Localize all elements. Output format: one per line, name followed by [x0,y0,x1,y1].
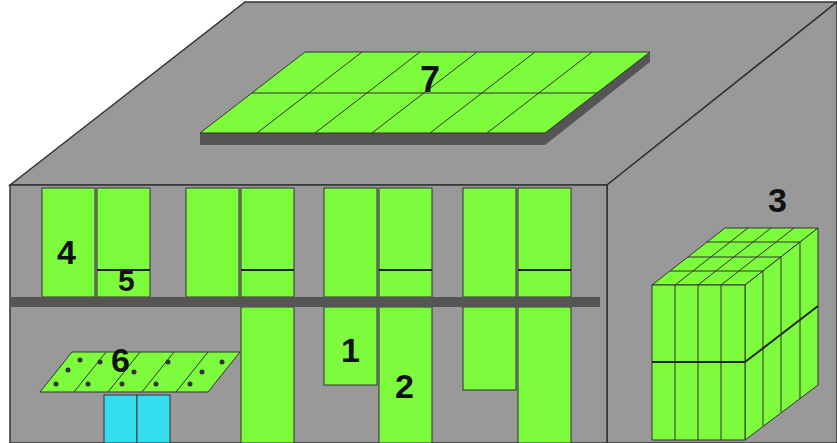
callout-number: 3 [768,183,787,217]
callout-number: 4 [57,235,76,269]
callout-number: 7 [420,62,440,98]
callout-number: 2 [395,369,414,403]
callout-number: 5 [118,266,135,296]
callout-number: 6 [111,343,130,377]
callout-number: 1 [341,333,360,367]
